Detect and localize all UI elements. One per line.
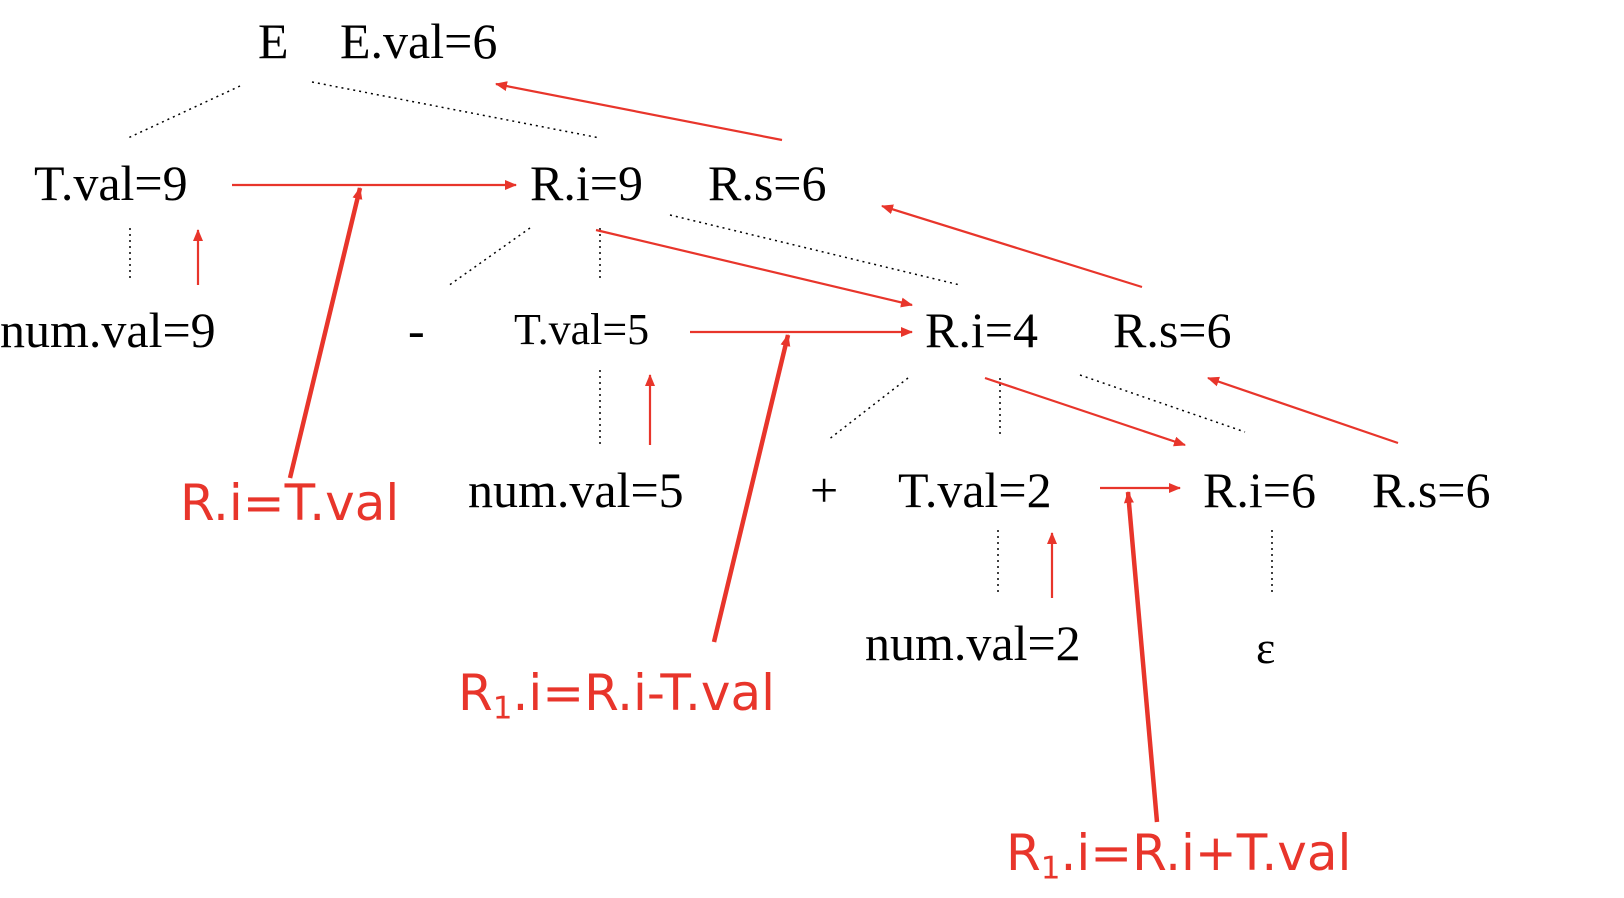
edge-r1-minus [447,227,531,287]
rule-2-prefix: R [458,664,493,722]
num1-val-label: num.val=9 [0,302,216,358]
num3-val-label: num.val=2 [865,615,1081,671]
r2-s-label: R.s=6 [1113,302,1232,358]
edge-e-t1 [127,85,241,139]
r3-i-label: R.i=6 [1203,462,1316,518]
root-val-label: E.val=6 [340,13,498,69]
dependency-arrows [193,81,1399,823]
tree-edges [127,81,1273,595]
arrow-r3s-to-r2s [1207,376,1399,445]
rule-1-label: R.i=T.val [180,474,400,532]
rule-2-subscript: 1 [492,690,513,727]
root-symbol: E [258,13,289,69]
arrow-r1s-to-eval [495,81,783,142]
arrow-rule2-to-edge [711,334,791,643]
arrow-rule3-to-edge [1123,491,1160,823]
rule-3-subscript: 1 [1040,850,1061,887]
edge-r2-plus [827,377,909,441]
rule-3-prefix: R [1006,824,1041,882]
arrow-r2s-to-r1s [881,204,1143,289]
edge-r2-r3 [1079,374,1246,433]
r2-i-label: R.i=4 [925,302,1038,358]
minus-operator: - [408,302,425,358]
rule-3-label: R1.i=R.i+T.val [1006,828,1351,885]
r3-s-label: R.s=6 [1372,462,1491,518]
t1-val-label: T.val=9 [34,155,188,211]
r1-i-label: R.i=9 [530,155,643,211]
t2-val-label: T.val=5 [514,305,650,354]
arrow-r1i-to-r2i [595,228,913,308]
arrow-rule1-to-edge [287,187,363,479]
edge-r1-r2 [669,214,961,286]
r1-s-label: R.s=6 [708,155,827,211]
epsilon-label: ε [1256,622,1276,673]
plus-operator: + [810,462,839,518]
rule-3-suffix: .i=R.i+T.val [1060,824,1352,882]
rule-2-suffix: .i=R.i-T.val [512,664,775,722]
arrow-r2i-to-r3i [984,376,1186,447]
num2-val-label: num.val=5 [468,462,684,518]
t3-val-label: T.val=2 [898,462,1052,518]
edge-e-r1 [311,81,601,139]
rule-2-label: R1.i=R.i-T.val [458,668,775,725]
